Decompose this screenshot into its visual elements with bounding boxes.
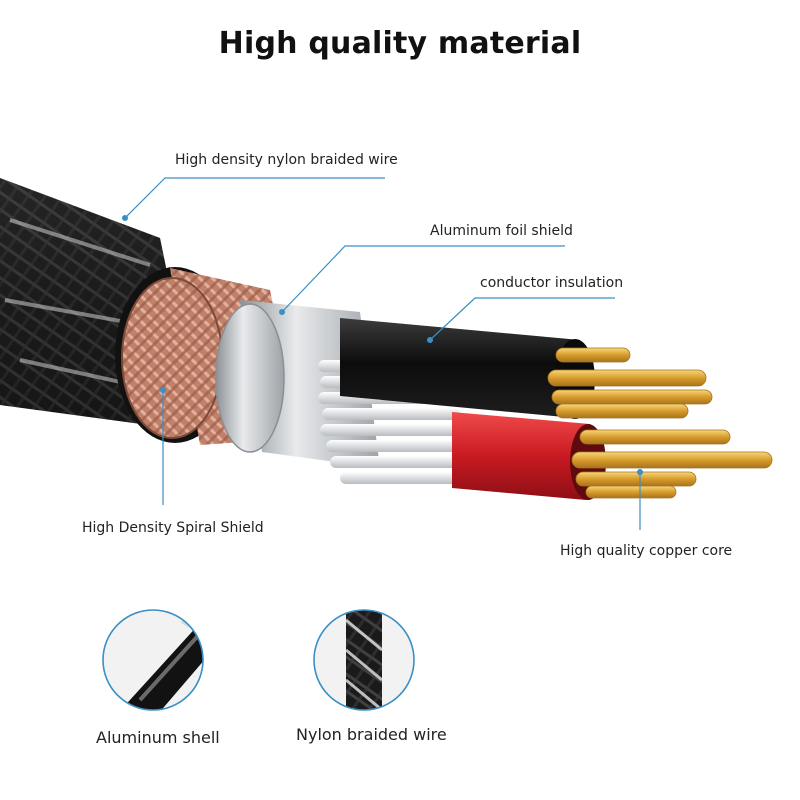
red-conductor [452,412,773,500]
callout-copper-core: High quality copper core [560,543,733,559]
spiral-shield-face [121,277,223,439]
aluminum-shell-detail [102,609,204,711]
aluminum-shell-label: Aluminum shell [96,728,220,747]
nylon-braided-label: Nylon braided wire [296,725,447,744]
callout-insulation: conductor insulation [480,275,624,291]
callout-leaders [124,177,641,530]
callout-spiral-shield: High Density Spiral Shield [82,520,264,536]
callout-nylon-braid: High density nylon braided wire [175,152,398,168]
nylon-braided-detail [313,609,415,711]
callout-dots [122,215,643,475]
black-conductor [340,318,713,419]
page-title: High quality material [218,26,582,61]
callout-foil-shield: Aluminum foil shield [430,223,573,239]
